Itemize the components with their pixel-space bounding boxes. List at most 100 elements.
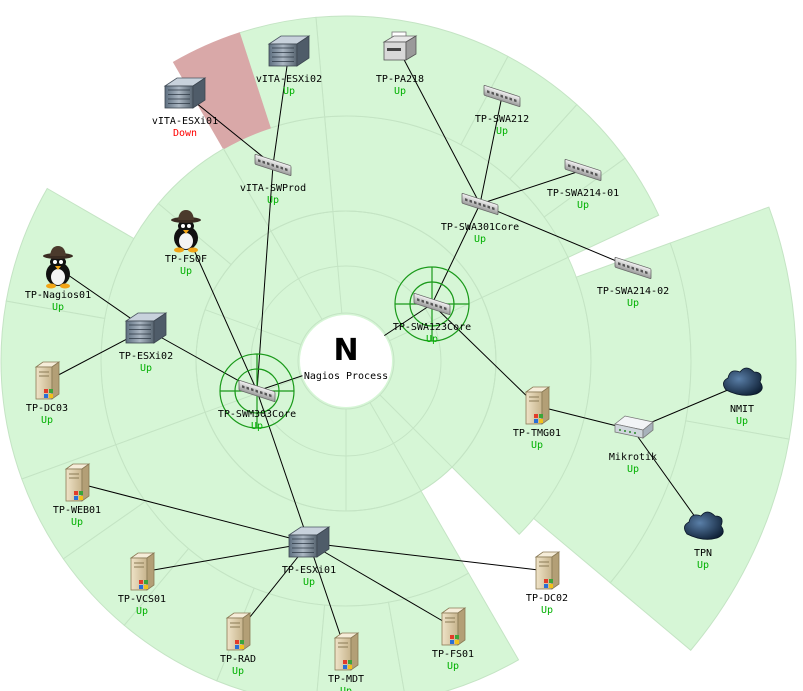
host-name: TP-TMG01 (513, 428, 561, 439)
host-status: Up (267, 195, 279, 206)
host-status: Up (232, 666, 244, 677)
windows-server-icon (534, 551, 561, 590)
nagios-process-node[interactable]: N Nagios Process (300, 315, 392, 407)
switch-icon (483, 85, 521, 107)
link-esxi02 (145, 328, 258, 392)
host-name: TP-SWA301Core (441, 222, 519, 233)
host-status: Up (251, 421, 263, 432)
host-name: TP-RAD (220, 654, 256, 665)
host-name: Mikrotik (609, 452, 657, 463)
switch-icon (254, 154, 292, 176)
host-name: TP-DC03 (26, 403, 68, 414)
host-name: TP-MDT (328, 674, 364, 685)
host-name: TP-ESXi01 (282, 565, 336, 576)
host-status: Up (52, 302, 64, 313)
host-status: Up (541, 605, 553, 616)
host-status: Up (496, 126, 508, 137)
host-name: TP-SWA214-02 (597, 286, 669, 297)
host-status: Up (627, 464, 639, 475)
link-fsof (185, 231, 258, 392)
link-pa218 (399, 51, 481, 205)
host-status: Up (447, 661, 459, 672)
linux-tux-icon (43, 246, 73, 289)
link-swa21401 (479, 169, 584, 205)
esx-server-icon (124, 312, 168, 344)
host-node-mdt[interactable]: TP-MDTUp (328, 632, 364, 691)
link-esxi02v (272, 51, 290, 166)
host-name: TP-VCS01 (118, 594, 166, 605)
host-name: TPN (694, 548, 712, 559)
link-tmg01 (431, 303, 538, 407)
switch-icon (238, 380, 276, 402)
esx-server-icon (163, 77, 207, 109)
windows-server-icon (225, 612, 252, 651)
host-status: Up (283, 86, 295, 97)
host-status: Up (140, 363, 152, 374)
windows-server-icon (333, 632, 360, 671)
sector-web01 (21, 444, 147, 560)
host-name: TP-Nagios01 (25, 290, 91, 301)
link-esxi01 (256, 390, 310, 544)
sector-rad (123, 547, 255, 682)
router-icon (614, 415, 654, 439)
host-status: Up (531, 440, 543, 451)
host-status: Up (426, 334, 438, 345)
sector-divider (389, 297, 483, 342)
printer-icon (382, 31, 418, 61)
host-status: Up (627, 298, 639, 309)
host-name: TP-SWM303Core (218, 409, 296, 420)
sector-vcs01 (62, 500, 190, 626)
sector-swa21402 (543, 157, 660, 259)
windows-server-icon (129, 552, 156, 591)
sector-divider (270, 230, 323, 320)
host-status: Up (697, 560, 709, 571)
host-status: Up (340, 686, 352, 691)
link-esxi01v (184, 93, 274, 166)
host-status: Up (394, 86, 406, 97)
host-status: Down (173, 128, 197, 139)
windows-server-icon (524, 386, 551, 425)
link-vcs01 (141, 542, 310, 573)
sector-divider (369, 402, 422, 492)
host-status: Up (303, 577, 315, 588)
link-mdt (308, 542, 347, 653)
switch-icon (564, 159, 602, 181)
radial-sector-background (0, 15, 797, 691)
switch-icon (461, 193, 499, 215)
cloud-icon (723, 367, 763, 396)
host-name: vITA-ESXi01 (152, 116, 218, 127)
host-name: TP-SWA212 (475, 114, 529, 125)
nagios-logo-icon: N (333, 333, 358, 368)
root-label: Nagios Process (304, 371, 388, 382)
link-dc02 (308, 542, 548, 572)
host-status: Up (71, 517, 83, 528)
switch-icon (614, 257, 652, 279)
host-name: TP-FS01 (432, 649, 474, 660)
host-name: vITA-ESXi02 (256, 74, 322, 85)
